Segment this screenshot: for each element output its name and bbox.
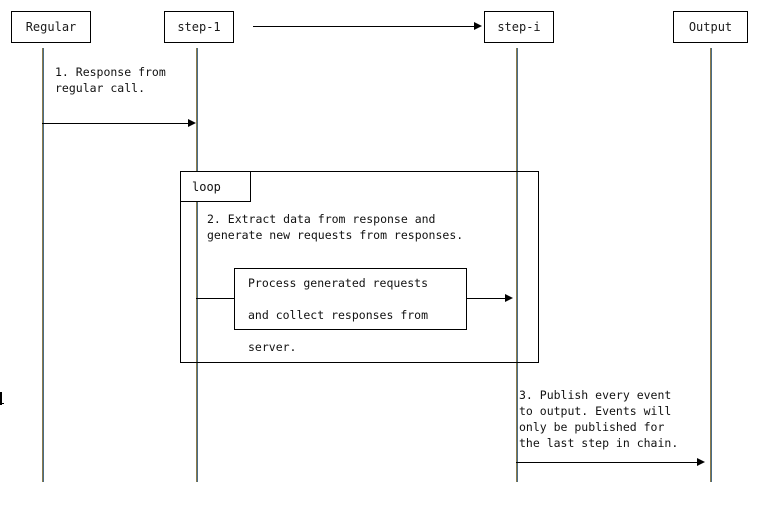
- participant-box-output[interactable]: Output: [673, 11, 748, 43]
- action-box-line2: and collect responses from: [248, 308, 429, 322]
- lifeline-step-1: [196, 48, 198, 482]
- action-box-process-requests[interactable]: Process generated requests and collect r…: [234, 268, 467, 354]
- message-arrowhead-actionbox-to-stepi: [505, 294, 513, 302]
- participant-label-step-i: step-i: [497, 20, 541, 34]
- message-label-publish-line3: only be published for: [519, 420, 665, 434]
- participant-box-regular[interactable]: Regular: [11, 11, 91, 43]
- action-box-line1: Process generated requests: [248, 276, 429, 290]
- participant-box-step-1[interactable]: step-1: [164, 11, 234, 43]
- canvas-edge-mark: [0, 392, 2, 405]
- lifeline-output: [710, 48, 712, 482]
- message-line-actionbox-to-stepi: [467, 298, 505, 299]
- message-label-response-from-regular-line2: regular call.: [55, 81, 146, 95]
- message-arrowhead-regular-to-step1: [188, 119, 196, 127]
- participant-label-regular: Regular: [25, 20, 77, 34]
- message-label-publish-line4: the last step in chain.: [519, 436, 679, 450]
- message-arrowhead-stepi-to-output: [697, 458, 705, 466]
- message-arrowhead-step1-to-stepi-top: [474, 22, 482, 30]
- fragment-loop-operator-label: loop: [181, 172, 251, 202]
- fragment-loop-note-line1: 2. Extract data from response and: [207, 212, 436, 226]
- message-line-step1-to-stepi-top: [253, 26, 474, 27]
- lifeline-regular: [42, 48, 44, 482]
- action-box-line3: server.: [248, 340, 297, 354]
- participant-box-step-i[interactable]: step-i: [484, 11, 554, 43]
- fragment-loop: [180, 171, 539, 363]
- participant-label-step-1: step-1: [177, 20, 221, 34]
- message-label-publish-line2: to output. Events will: [519, 404, 672, 418]
- participant-label-output: Output: [688, 20, 733, 34]
- message-line-step1-to-actionbox: [196, 298, 235, 299]
- fragment-loop-operator-text: loop: [192, 179, 221, 194]
- lifeline-step-i: [516, 48, 518, 482]
- message-line-regular-to-step1: [42, 123, 189, 124]
- fragment-loop-note-line2: generate new requests from responses.: [207, 228, 464, 242]
- message-label-response-from-regular-line1: 1. Response from: [55, 65, 166, 79]
- canvas-edge-mark-foot: [0, 403, 4, 404]
- message-line-stepi-to-output: [516, 462, 697, 463]
- message-label-publish-line1: 3. Publish every event: [519, 388, 672, 402]
